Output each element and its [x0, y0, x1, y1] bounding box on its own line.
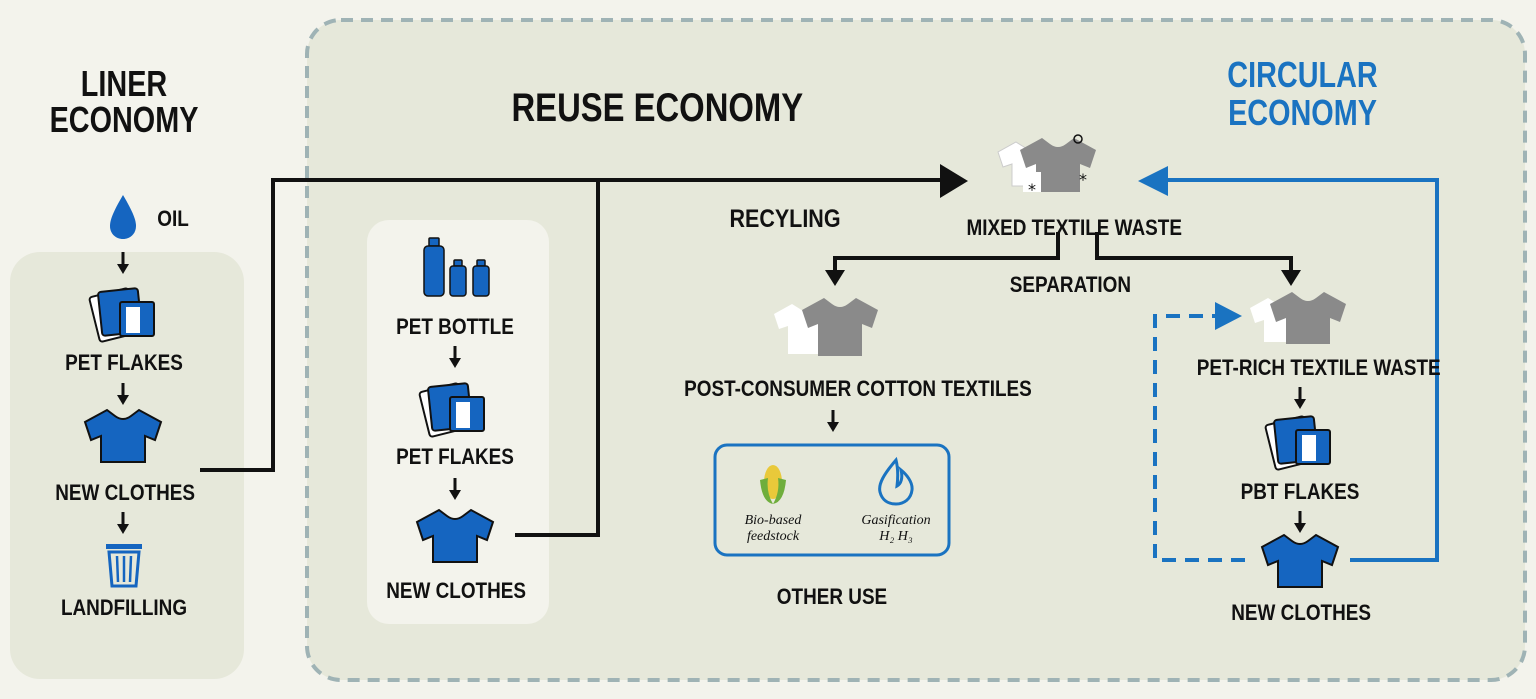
mixed-textile-waste-icon: * * — [997, 134, 1096, 199]
down-arrows — [117, 252, 1306, 534]
pet-rich-textile-label: PET-RICH TEXTILE WASTE — [1196, 355, 1441, 380]
pet-rich-textile-icon — [1250, 292, 1346, 344]
linear-economy-panel — [10, 252, 244, 679]
circular-new-clothes-label: NEW CLOTHES — [1231, 600, 1372, 625]
new-clothes-shirt-icon — [1260, 533, 1340, 588]
corn-icon — [760, 465, 786, 504]
recycling-arrow-head — [940, 164, 968, 198]
oil-label: OIL — [157, 206, 189, 231]
svg-text:*: * — [1028, 180, 1036, 199]
reuse-pet-flakes-label: PET FLAKES — [396, 444, 514, 469]
circular-title-line2: ECONOMY — [1228, 92, 1377, 133]
new-clothes-label: NEW CLOTHES — [55, 480, 196, 505]
linear-economy-title: LINER ECONOMY — [44, 66, 204, 138]
circular-loop-connector — [1165, 178, 1439, 562]
cotton-textiles-icon — [774, 298, 878, 356]
reuse-economy-title: REUSE ECONOMY — [511, 86, 804, 130]
bio-line2: feedstock — [746, 529, 800, 544]
trash-bin-icon — [106, 544, 142, 588]
bio-feedstock-label: Bio-based feedstock — [728, 513, 818, 545]
separation-left-arrow-head — [825, 270, 845, 286]
separation-left-connector — [833, 232, 1060, 272]
gas-line2: H₂ H₃ — [879, 529, 913, 544]
pbt-flakes-icon — [1264, 415, 1331, 471]
other-use-box — [713, 443, 951, 557]
reuse-to-recycling-connector — [515, 180, 600, 537]
circular-title-line1: CIRCULAR — [1227, 54, 1378, 95]
reuse-economy-panel — [305, 18, 1527, 682]
pet-bottles-icon — [423, 237, 490, 297]
gas-line1: Gasification — [861, 513, 931, 528]
circular-dashed-arrow-head — [1215, 302, 1242, 330]
mixed-textile-waste-label: MIXED TEXTILE WASTE — [966, 215, 1182, 240]
pet-flakes-icon — [418, 382, 485, 438]
linear-to-recycling-connector — [200, 178, 940, 472]
oil-drop-icon — [110, 195, 136, 239]
linear-title-line2: ECONOMY — [49, 99, 199, 140]
gasification-label: Gasification H₂ H₃ — [850, 513, 942, 545]
pet-bottle-label: PET BOTTLE — [396, 314, 514, 339]
circular-dashed-connector — [1153, 314, 1245, 562]
new-clothes-shirt-icon — [415, 508, 495, 563]
separation-right-arrow-head — [1281, 270, 1301, 286]
linear-title-line1: LINER — [80, 63, 168, 104]
circular-loop-arrow-head — [1138, 166, 1168, 196]
recycling-label: RECYLING — [729, 205, 841, 233]
cotton-textiles-label: POST-CONSUMER COTTON TEXTILES — [684, 376, 1032, 401]
reuse-new-clothes-label: NEW CLOTHES — [386, 578, 527, 603]
circular-economy-title: CIRCULAR ECONOMY — [1221, 56, 1385, 132]
flame-icon — [878, 456, 914, 506]
pet-flakes-label: PET FLAKES — [65, 350, 183, 375]
pet-flakes-icon — [88, 287, 155, 343]
landfilling-label: LANDFILLING — [60, 595, 188, 620]
other-use-label: OTHER USE — [776, 584, 888, 609]
svg-text:*: * — [1079, 170, 1087, 189]
separation-right-connector — [1095, 232, 1293, 272]
new-clothes-shirt-icon — [83, 408, 163, 463]
bio-line1: Bio-based — [744, 513, 802, 528]
pbt-flakes-label: PBT FLAKES — [1240, 479, 1360, 504]
separation-label: SEPARATION — [1009, 272, 1132, 297]
